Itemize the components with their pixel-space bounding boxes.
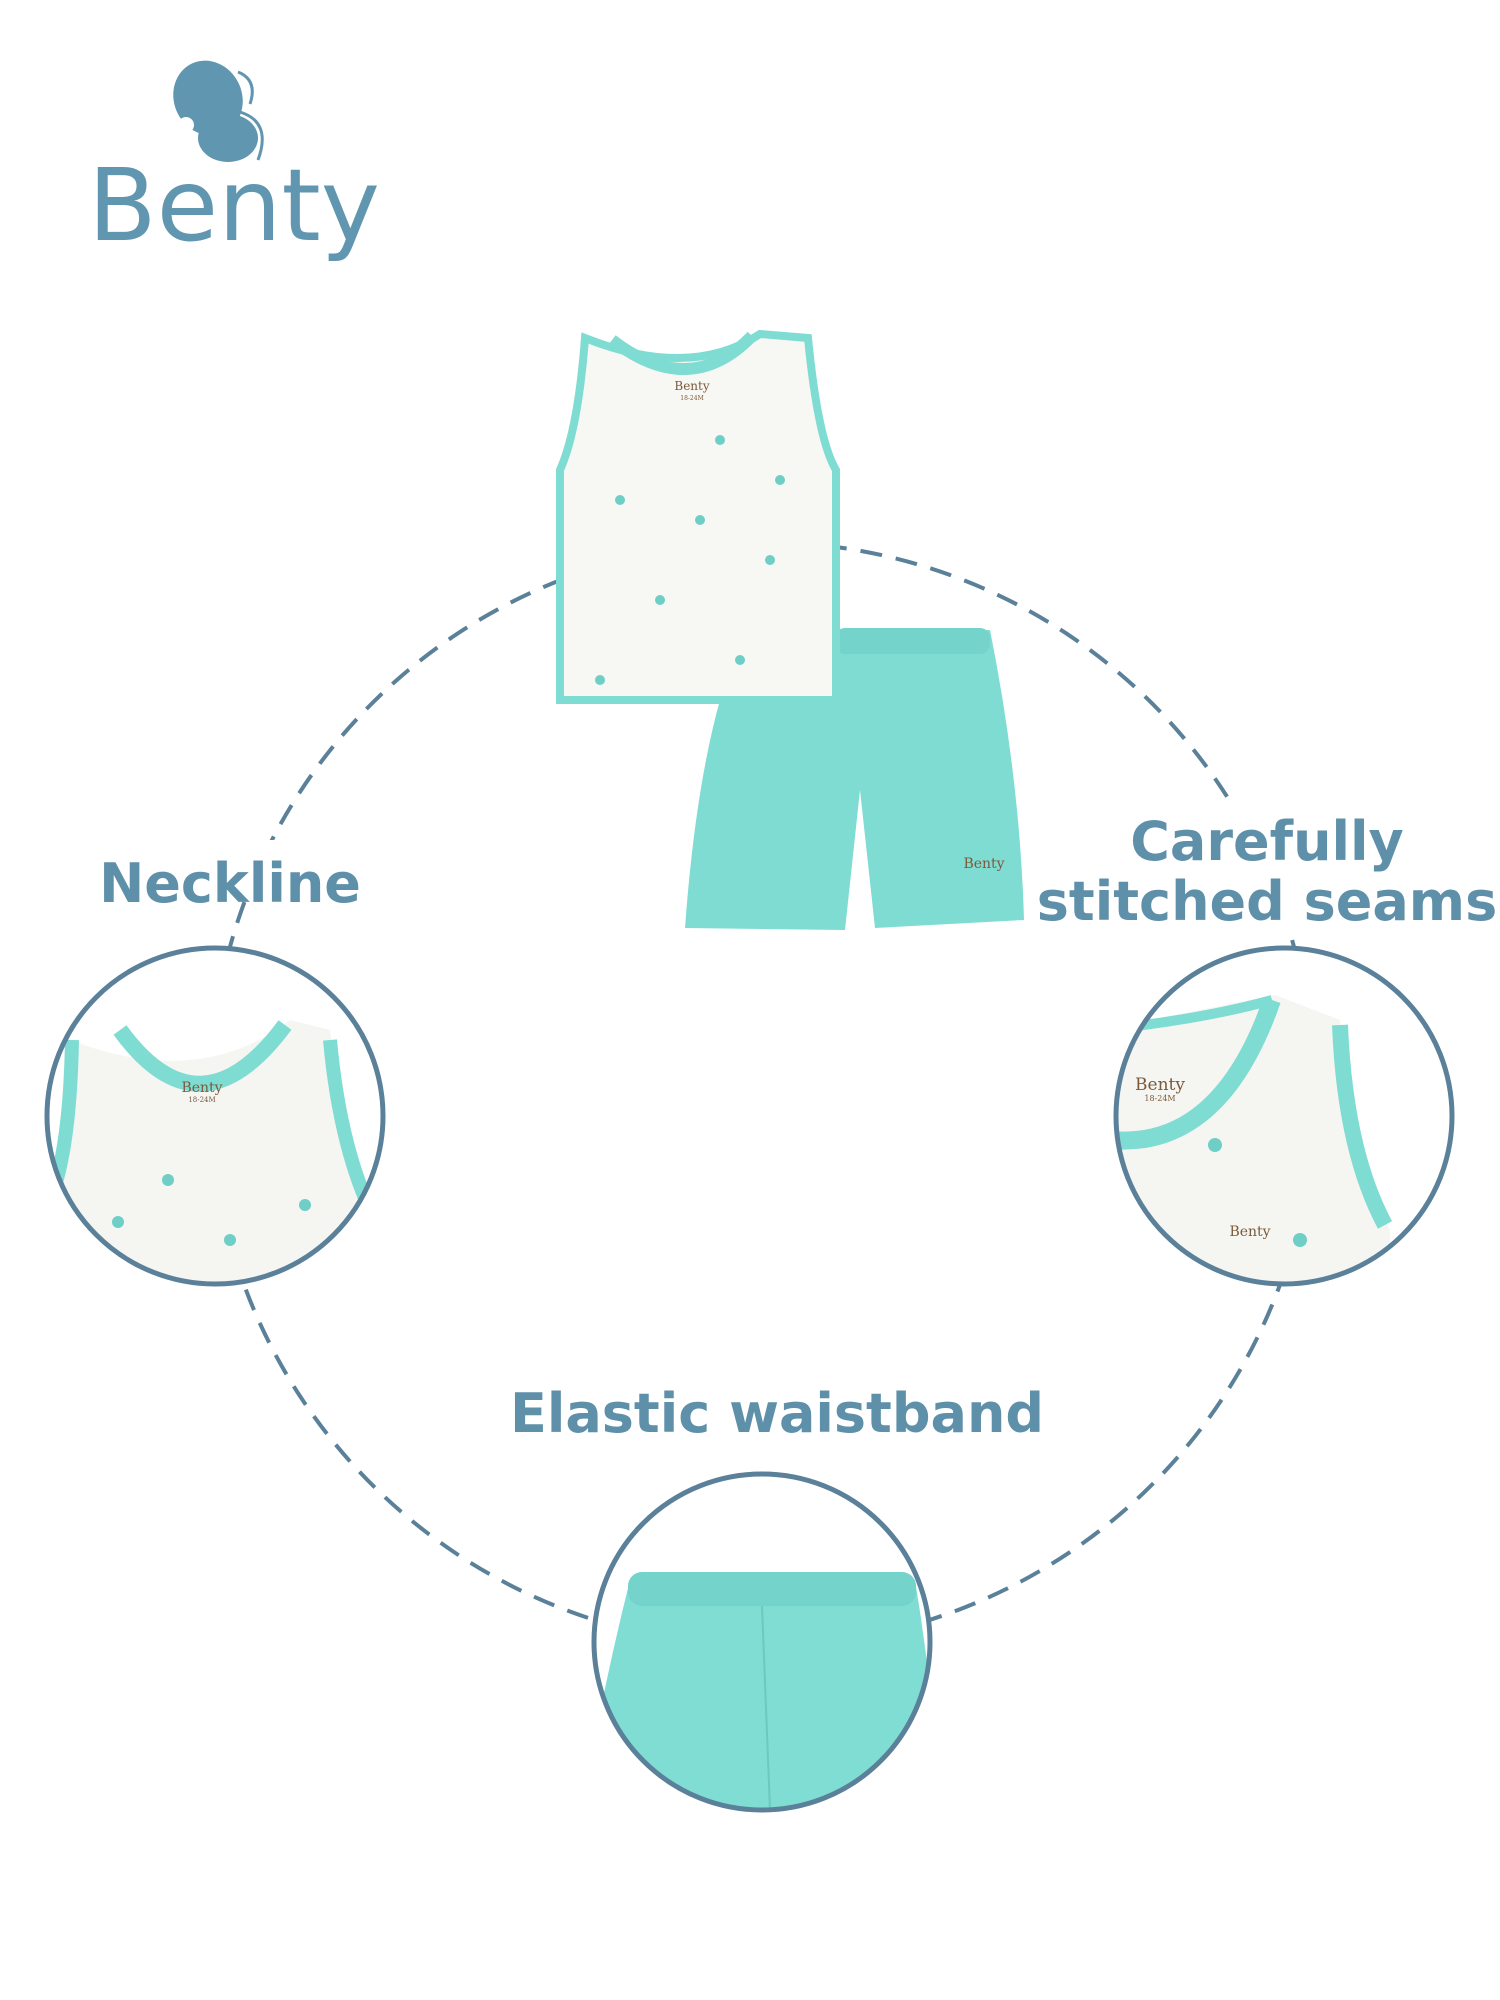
- neckline-size-text: 18-24M: [188, 1096, 215, 1104]
- tank-size-text: 18-24M: [680, 395, 703, 402]
- seams-detail-circle: Benty 18-24M Benty: [1113, 945, 1455, 1287]
- brand-logo: Benty: [88, 60, 380, 264]
- neckline-detail-circle: Benty 18-24M: [44, 945, 386, 1287]
- seams-print-text-2: Benty: [1229, 1224, 1270, 1240]
- shorts-print-text: Benty: [963, 856, 1004, 872]
- tank-print-text: Benty: [674, 379, 709, 393]
- neckline-print-text: Benty: [181, 1080, 222, 1096]
- brand-name: Benty: [88, 147, 380, 264]
- seams-label-line1: Carefully: [1130, 810, 1403, 873]
- neckline-label: Neckline: [99, 852, 361, 915]
- butterfly-logo-icon: [173, 60, 264, 162]
- seams-size-text: 18-24M: [1144, 1094, 1175, 1103]
- seams-print-text: Benty: [1135, 1075, 1185, 1095]
- waistband-detail-circle: [591, 1471, 933, 1813]
- seams-label-line2: stitched seams: [1037, 870, 1497, 933]
- tank-top-image: Benty 18-24M: [556, 329, 840, 704]
- shorts-image: Benty: [685, 628, 1024, 930]
- waistband-label: Elastic waistband: [510, 1382, 1044, 1445]
